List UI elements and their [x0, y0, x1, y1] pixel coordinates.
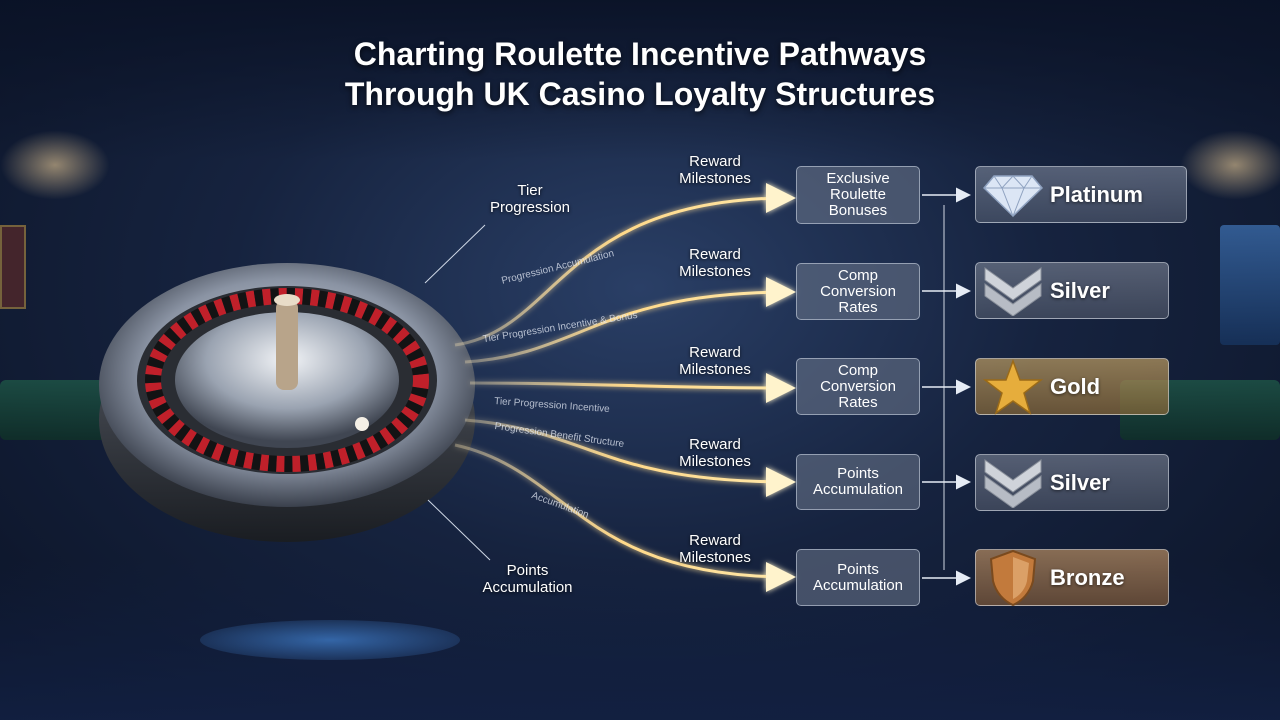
- incentive-box-comp-conversion-1[interactable]: Comp Conversion Rates: [796, 263, 920, 320]
- tier-progression-label: Tier Progression: [470, 182, 590, 216]
- page-title: Charting Roulette Incentive Pathways Thr…: [240, 34, 1040, 114]
- tier-name: Silver: [1050, 277, 1110, 303]
- milestone-label-4: Reward Milestones: [679, 436, 751, 470]
- wall-painting: [0, 225, 26, 309]
- tier-platinum[interactable]: Platinum: [975, 166, 1187, 223]
- wheel-spindle: [276, 300, 298, 390]
- tier-silver-2[interactable]: Silver: [975, 454, 1169, 511]
- silver-chevron-icon: [976, 262, 1050, 319]
- points-accumulation-text: Points Accumulation: [482, 562, 573, 596]
- gaming-table-left: [0, 380, 110, 440]
- roulette-wheel: [99, 263, 475, 542]
- gold-star-icon: [976, 358, 1050, 415]
- path-5: [454, 443, 796, 592]
- chandelier-right: [1180, 130, 1280, 200]
- spindle-top: [274, 294, 300, 306]
- path-1: [454, 183, 796, 347]
- ceiling-shade: [0, 0, 1280, 160]
- tier-progression-leader: [424, 224, 486, 284]
- milestone-label-5: Reward Milestones: [679, 532, 751, 566]
- roulette-ball: [355, 417, 369, 431]
- incentive-box-comp-conversion-2[interactable]: Comp Conversion Rates: [796, 358, 920, 415]
- milestone-label-2: Reward Milestones: [679, 246, 751, 280]
- tier-gold[interactable]: Gold: [975, 358, 1169, 415]
- tier-name: Bronze: [1050, 564, 1125, 590]
- floor-spotlight: [200, 620, 460, 660]
- tier-progression-text: Tier Progression: [489, 182, 571, 216]
- title-line-2: Through UK Casino Loyalty Structures: [344, 76, 936, 112]
- tier-arrows: [922, 187, 971, 586]
- path-3: [469, 372, 796, 403]
- milestone-label-3: Reward Milestones: [679, 344, 751, 378]
- path-4: [464, 418, 796, 497]
- tier-name: Silver: [1050, 469, 1110, 495]
- chandelier-left: [0, 130, 110, 200]
- wheel-pockets: [145, 288, 429, 472]
- incentive-paths: [454, 183, 796, 592]
- diamond-icon: [976, 166, 1050, 223]
- tier-name: Platinum: [1050, 181, 1143, 207]
- incentive-box-points-2[interactable]: Points Accumulation: [796, 549, 920, 606]
- bronze-shield-icon: [976, 549, 1050, 606]
- incentive-box-exclusive-bonuses[interactable]: Exclusive Roulette Bonuses: [796, 166, 920, 224]
- milestone-label-1: Reward Milestones: [679, 153, 751, 187]
- incentive-box-points-1[interactable]: Points Accumulation: [796, 454, 920, 510]
- path-2: [464, 277, 796, 364]
- points-accumulation-leader: [427, 499, 491, 561]
- slot-screen: [1220, 225, 1280, 345]
- silver-chevron-icon: [976, 454, 1050, 511]
- points-accumulation-label: Points Accumulation: [465, 562, 590, 596]
- tier-silver-1[interactable]: Silver: [975, 262, 1169, 319]
- tier-name: Gold: [1050, 373, 1101, 399]
- tier-bronze[interactable]: Bronze: [975, 549, 1169, 606]
- title-line-1: Charting Roulette Incentive Pathways: [353, 36, 927, 72]
